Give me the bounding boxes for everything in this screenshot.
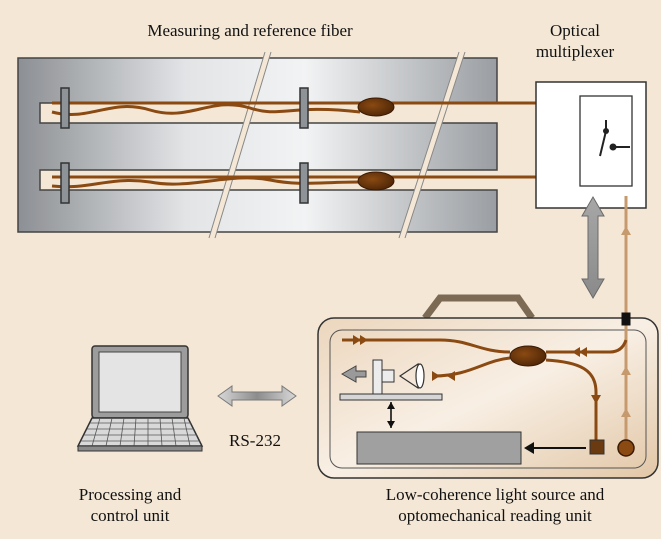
internal-fiber — [342, 338, 628, 440]
internal-coupler — [509, 345, 547, 367]
clamp — [60, 87, 70, 129]
fiber-title: Measuring and reference fiber — [147, 21, 353, 40]
break-lines — [209, 51, 465, 239]
multiplexer-label: Optical multiplexer — [490, 20, 660, 62]
return-fiber-arrows — [621, 226, 631, 417]
processing-label-line2: control unit — [90, 506, 170, 525]
reading-unit-label-line1: Low-coherence light source and — [385, 485, 605, 504]
detector — [617, 439, 635, 457]
processing-label-line1: Processing and — [78, 485, 182, 504]
clamp — [299, 162, 309, 204]
steel-structure — [17, 51, 498, 239]
bidirectional-arrow-vertical — [581, 196, 605, 299]
fiber-coupler — [357, 171, 395, 191]
scanning-stage — [339, 359, 586, 465]
detector-box — [589, 439, 605, 455]
clamp — [299, 87, 309, 129]
fiber-coupler — [357, 97, 395, 117]
clamp — [60, 162, 70, 204]
processing-unit-label: Processing and control unit — [30, 484, 230, 526]
optical-multiplexer — [535, 81, 647, 209]
lower-fiber — [51, 175, 540, 189]
multiplexer-label-line2: multiplexer — [535, 42, 615, 61]
rs232-arrow — [217, 385, 297, 407]
reading-unit-label-line2: optomechanical reading unit — [398, 506, 592, 525]
rs232-label: RS-232 — [229, 431, 281, 450]
multiplexer-label-line1: Optical — [549, 21, 601, 40]
connector — [621, 312, 631, 326]
upper-fiber — [51, 101, 540, 117]
laptop-icon — [76, 345, 204, 452]
reading-unit-label: Low-coherence light source and optomecha… — [330, 484, 660, 526]
internal-fiber-arrows — [353, 335, 601, 404]
